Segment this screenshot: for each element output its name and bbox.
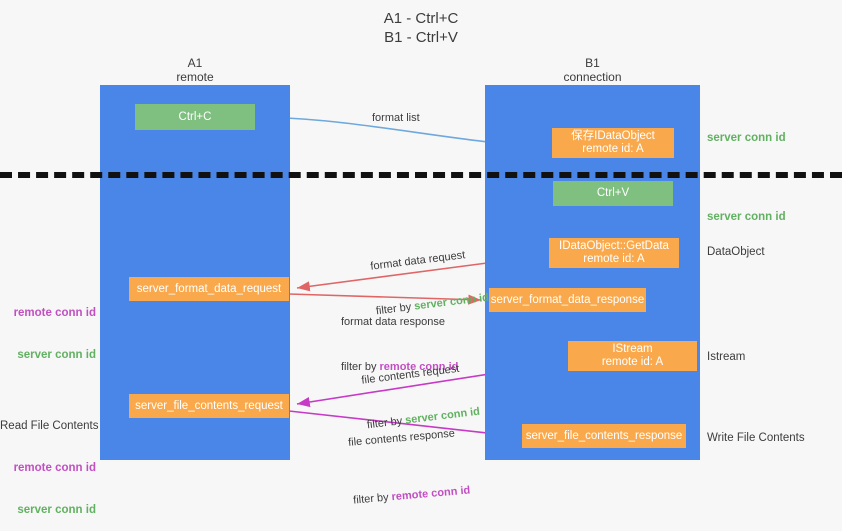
arrow-label-line1: file contents response <box>347 427 456 449</box>
box-server-format-data-request[interactable]: server_format_data_request <box>129 277 289 301</box>
arrow-label-line1: file contents request <box>360 362 460 387</box>
box-istream[interactable]: IStream remote id: A <box>568 341 697 371</box>
arrow-label-line2: filter by remote conn id <box>341 360 458 375</box>
arrow-label-format-data-response: format data response filter by remote co… <box>341 285 458 390</box>
left-label-remote-conn-id-1: remote conn id <box>13 307 96 319</box>
left-label-remote-conn-id-2: remote conn id <box>13 462 96 474</box>
arrow-label-line2: filter by remote conn id <box>353 483 471 508</box>
swimlane-b1-header: B1 connection <box>563 56 622 84</box>
box-server-format-data-response[interactable]: server_format_data_response <box>489 288 646 312</box>
arrow-label-line1: format data response <box>341 316 445 328</box>
arrow-label-file-contents-response: file contents response filter by remote … <box>345 396 472 524</box>
left-label-read-file-contents: Read File Contents <box>0 420 99 432</box>
filter-by-text: filter by <box>352 491 393 507</box>
box-ctrl-c[interactable]: Ctrl+C <box>135 104 255 130</box>
label-write-file-contents: Write File Contents <box>707 432 805 444</box>
label-server-conn-id-mid: server conn id <box>707 211 786 223</box>
left-label-group-file: Read File Contents remote conn id server… <box>0 391 99 531</box>
arrow-format-data-response <box>288 293 482 305</box>
label-istream: Istream <box>707 351 746 363</box>
left-label-server-conn-id-2: server conn id <box>17 504 96 516</box>
left-label-group-format: remote conn id server conn id <box>0 278 96 376</box>
phase-divider <box>0 172 842 178</box>
label-dataobject: DataObject <box>707 246 765 258</box>
box-idataobject[interactable]: 保存IDataObject remote id: A <box>552 128 674 158</box>
filter-by-text: filter by <box>341 361 380 373</box>
box-server-file-contents-request[interactable]: server_file_contents_request <box>129 394 289 418</box>
left-label-server-conn-id-1: server conn id <box>17 349 96 361</box>
arrow-label-line1: format data request <box>369 249 466 273</box>
page-title: A1 - Ctrl+C B1 - Ctrl+V <box>383 10 459 46</box>
conn-id-text: remote conn id <box>379 361 459 373</box>
arrow-file-contents-response <box>288 410 515 440</box>
swimlane-a1-header: A1 remote <box>176 56 214 84</box>
box-server-file-contents-response[interactable]: server_file_contents_response <box>522 424 686 448</box>
label-server-conn-id-top: server conn id <box>707 132 786 144</box>
box-ctrl-v[interactable]: Ctrl+V <box>553 181 673 206</box>
arrow-label-format-list: format list <box>372 112 420 124</box>
conn-id-text: remote conn id <box>391 484 471 504</box>
box-idataobject-getdata[interactable]: IDataObject::GetData remote id: A <box>549 238 679 268</box>
